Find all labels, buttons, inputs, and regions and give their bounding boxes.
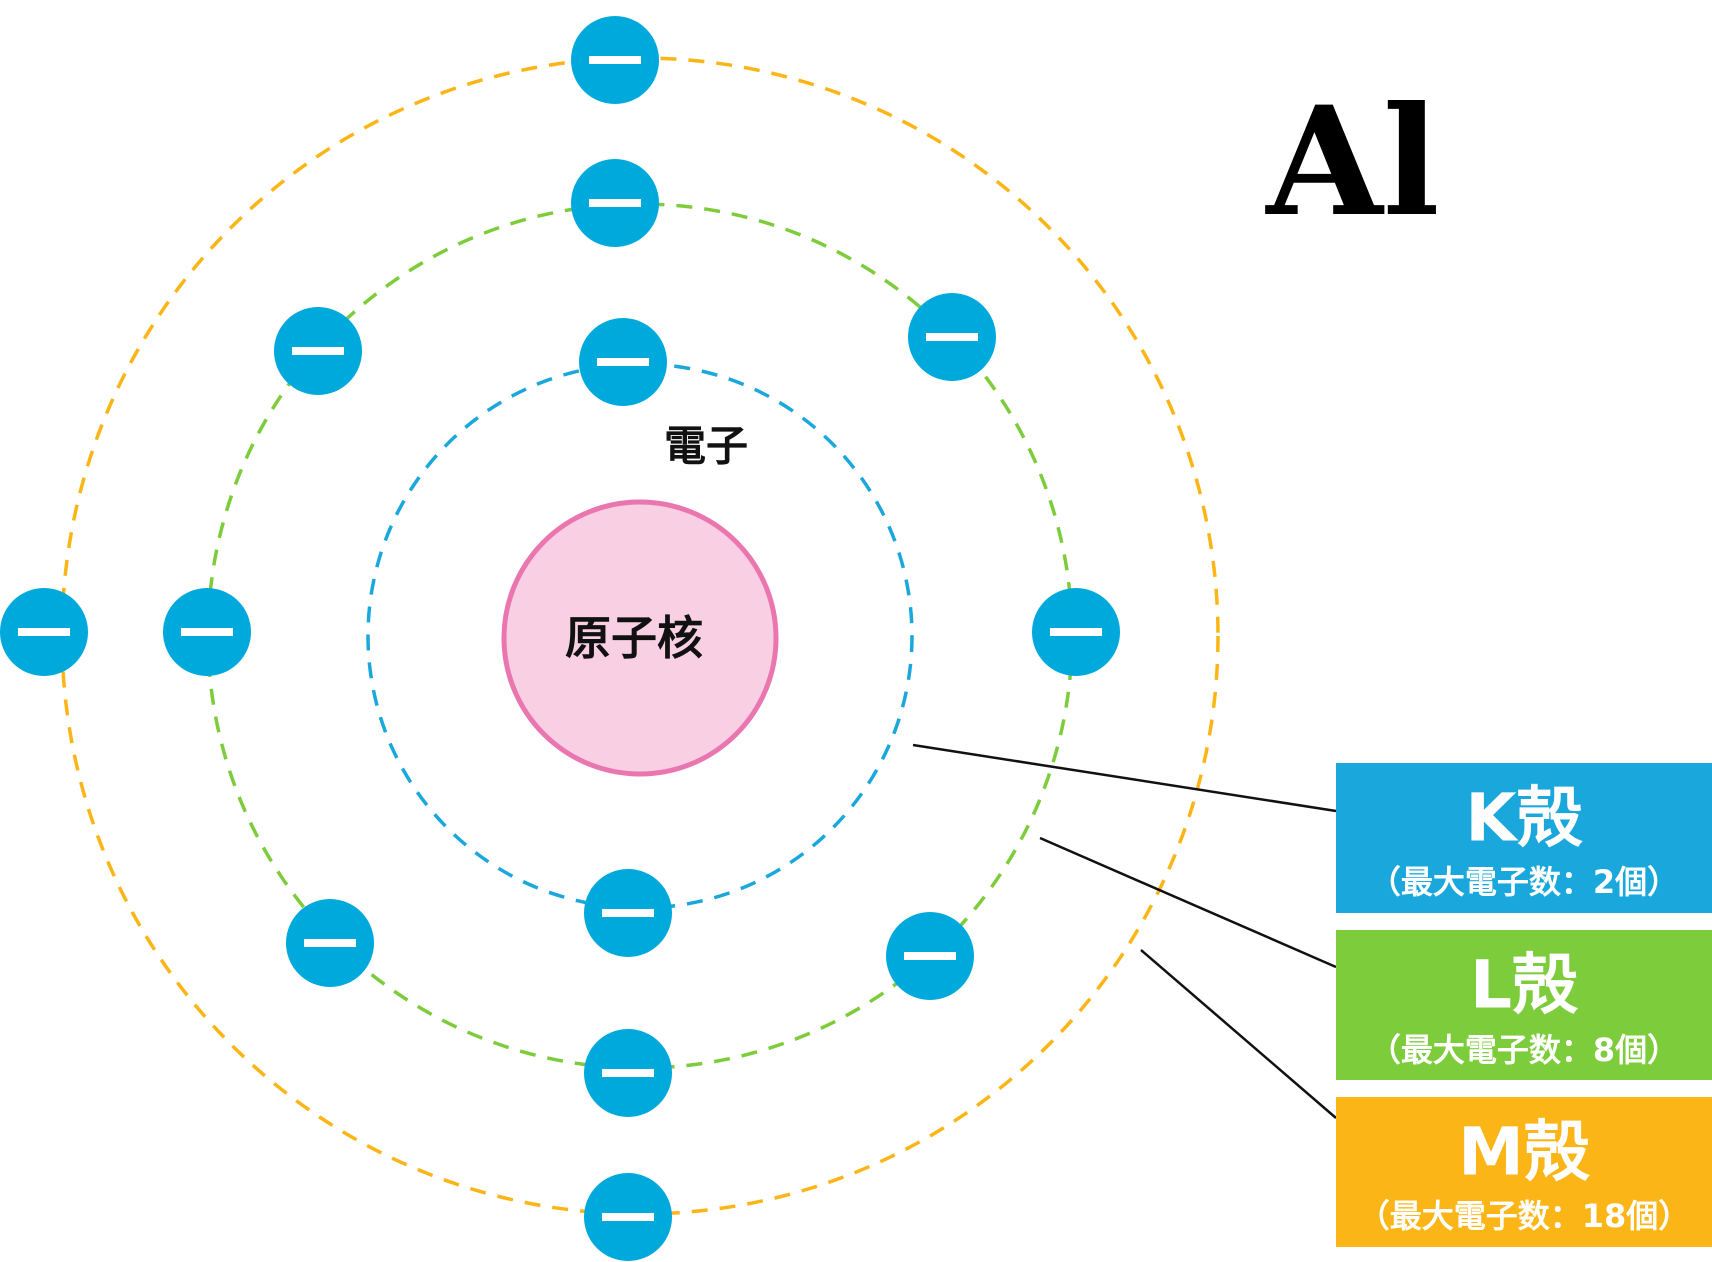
nucleus-circle — [501, 499, 779, 777]
minus-sign-icon — [589, 56, 641, 64]
electron-l-1 — [571, 159, 659, 247]
legend-l-capacity: （最大電子数：8個） — [1369, 1031, 1679, 1069]
leader-line-k — [912, 743, 1337, 813]
minus-sign-icon — [589, 199, 641, 207]
minus-sign-icon — [602, 1213, 654, 1221]
electron-l-6 — [286, 899, 374, 987]
electron-l-3 — [1032, 588, 1120, 676]
electron-label: 電子 — [664, 422, 748, 471]
legend-box-k: K殻 （最大電子数：2個） — [1336, 763, 1712, 913]
electron-l-7 — [163, 588, 251, 676]
element-symbol: Al — [1264, 74, 1439, 250]
legend-box-l: L殻 （最大電子数：8個） — [1336, 930, 1712, 1080]
leader-line-m — [1140, 949, 1337, 1119]
shell-legend: K殻 （最大電子数：2個） L殻 （最大電子数：8個） M殻 （最大電子数：18… — [1336, 763, 1712, 1247]
legend-box-m: M殻 （最大電子数：18個） — [1336, 1097, 1712, 1247]
electron-l-4 — [886, 912, 974, 1000]
minus-sign-icon — [597, 358, 649, 366]
legend-k-capacity: （最大電子数：2個） — [1369, 863, 1679, 901]
minus-sign-icon — [602, 1069, 654, 1077]
electron-l-2 — [908, 293, 996, 381]
nucleus: 原子核 — [501, 499, 779, 777]
electron-m-1 — [571, 16, 659, 104]
legend-l-name: L殻 — [1470, 947, 1579, 1024]
minus-sign-icon — [18, 628, 70, 636]
leader-lines — [912, 743, 1337, 1119]
minus-sign-icon — [181, 628, 233, 636]
electrons — [0, 16, 1120, 1261]
legend-box-k-bg — [1336, 763, 1712, 913]
legend-m-name: M殻 — [1458, 1114, 1591, 1191]
minus-sign-icon — [304, 939, 356, 947]
electron-l-5 — [584, 1029, 672, 1117]
electron-k-2 — [584, 869, 672, 957]
legend-m-capacity: （最大電子数：18個） — [1358, 1197, 1691, 1235]
minus-sign-icon — [926, 333, 978, 341]
minus-sign-icon — [1050, 628, 1102, 636]
minus-sign-icon — [292, 347, 344, 355]
electron-m-2 — [0, 588, 88, 676]
leader-line-l — [1039, 836, 1337, 969]
legend-box-l-bg — [1336, 930, 1712, 1080]
nucleus-label: 原子核 — [565, 611, 703, 665]
electron-m-3 — [584, 1173, 672, 1261]
legend-k-name: K殻 — [1465, 780, 1583, 857]
legend-box-m-bg — [1336, 1097, 1712, 1247]
minus-sign-icon — [904, 952, 956, 960]
minus-sign-icon — [602, 909, 654, 917]
electron-l-8 — [274, 307, 362, 395]
electron-k-1 — [579, 318, 667, 406]
